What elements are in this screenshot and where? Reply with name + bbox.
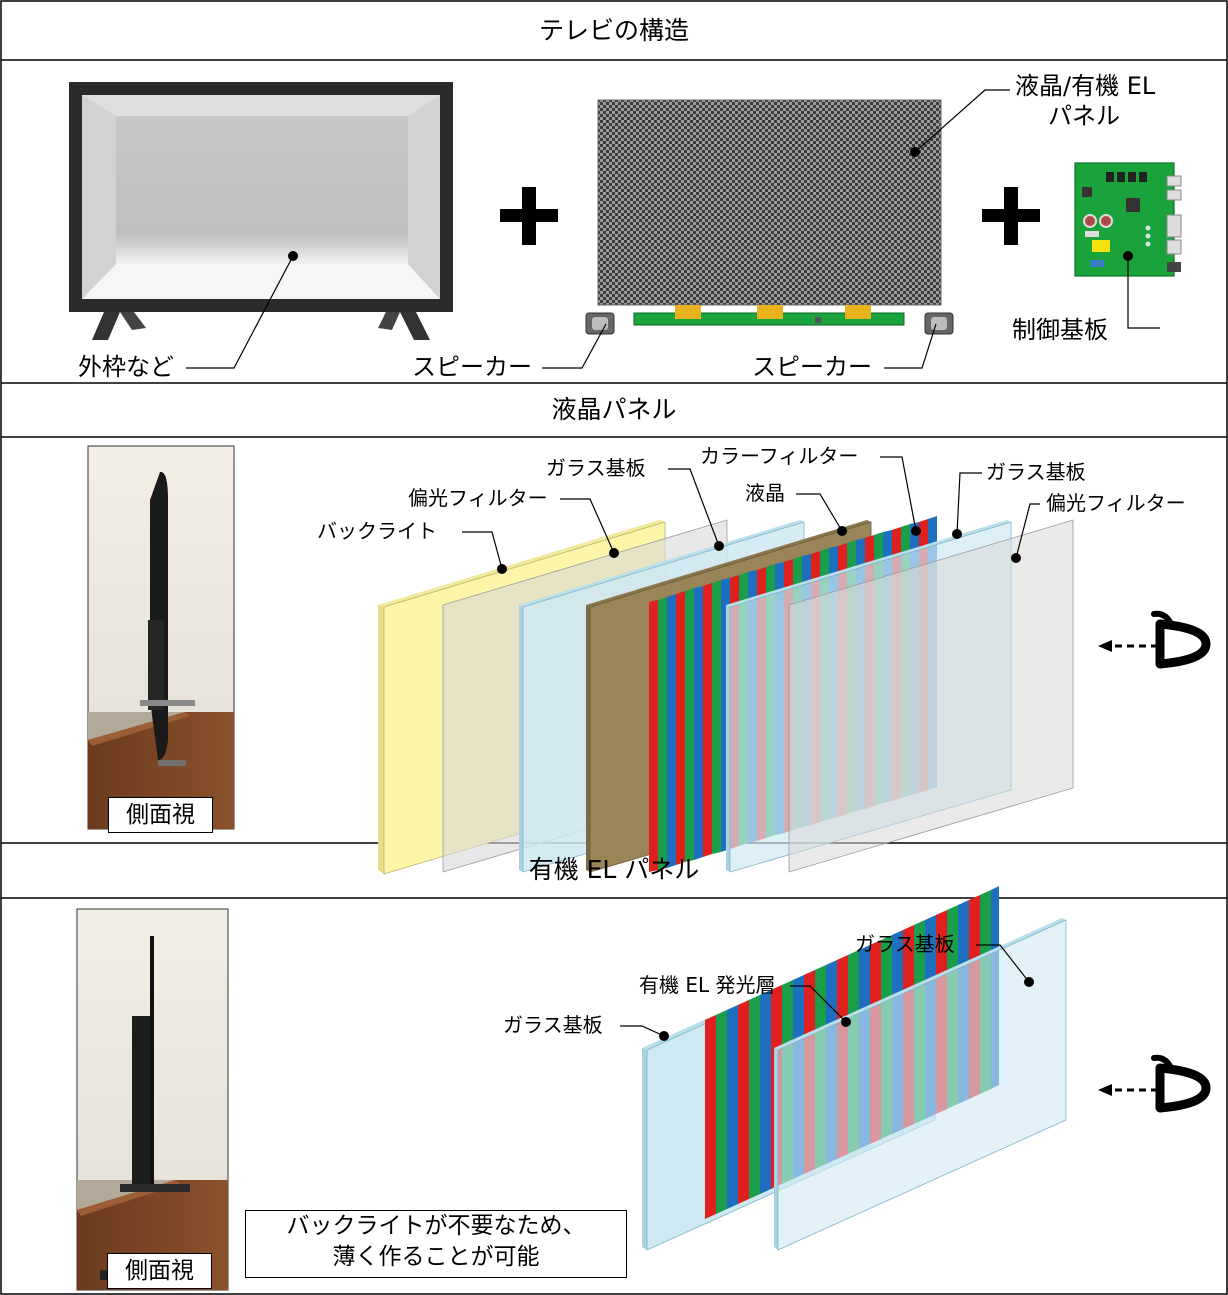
color-filter-label: カラーフィルター xyxy=(700,444,859,468)
lcd-section-title: 液晶パネル xyxy=(551,395,677,424)
oled-front-glass-label: ガラス基板 xyxy=(855,932,955,956)
oled-rear-glass-label: ガラス基板 xyxy=(503,1013,603,1037)
display-panel-illustration xyxy=(597,99,942,326)
frame-label: 外枠など xyxy=(78,353,174,381)
panel-label-line2: パネル xyxy=(1048,102,1120,130)
rear-glass-label: ガラス基板 xyxy=(546,456,646,480)
eye-icon xyxy=(1098,610,1211,669)
front-polarizer-label: 偏光フィルター xyxy=(1046,491,1186,515)
leader-lines-oled xyxy=(620,944,1030,1037)
speaker-left-label: スピーカー xyxy=(412,353,532,381)
tv-frame-illustration xyxy=(69,82,453,340)
liquid-crystal-label: 液晶 xyxy=(745,481,785,505)
oled-layer-stack xyxy=(642,886,1067,1251)
leader-lines-structure xyxy=(186,89,1160,369)
plus-icon xyxy=(982,187,1040,245)
lcd-layer-stack xyxy=(378,516,1074,875)
leader-dots-lcd xyxy=(497,526,1021,574)
note-line-1: バックライトが不要なため、 xyxy=(286,1213,586,1239)
leader-dots-oled xyxy=(659,977,1034,1041)
speaker-right-label: スピーカー xyxy=(752,353,872,381)
lcd-side-view-caption: 側面視 xyxy=(108,797,213,833)
rear-polarizer-label: 偏光フィルター xyxy=(408,486,548,510)
leader-dots-structure xyxy=(288,147,1133,261)
oled-side-view-photo xyxy=(76,908,229,1291)
structure-section-title: テレビの構造 xyxy=(538,16,689,45)
backlight-label: バックライト xyxy=(317,519,437,543)
speaker-left xyxy=(585,312,615,335)
plus-icon xyxy=(500,187,558,245)
oled-side-view-caption: 側面視 xyxy=(107,1253,212,1289)
front-glass-label: ガラス基板 xyxy=(986,460,1086,484)
oled-section-title: 有機 EL パネル xyxy=(528,855,700,884)
note-line-2: 薄く作ることが可能 xyxy=(332,1244,540,1270)
board-label: 制御基板 xyxy=(1012,316,1108,344)
oled-thinness-note: バックライトが不要なため、 薄く作ることが可能 xyxy=(245,1210,627,1278)
eye-icon xyxy=(1098,1054,1211,1113)
speaker-right xyxy=(924,312,954,335)
oled-emissive-layer-label: 有機 EL 発光層 xyxy=(639,973,776,997)
panel-label-line1: 液晶/有機 EL xyxy=(1015,72,1156,100)
leader-lines-lcd xyxy=(462,456,1040,570)
lcd-side-view-photo xyxy=(87,445,235,830)
